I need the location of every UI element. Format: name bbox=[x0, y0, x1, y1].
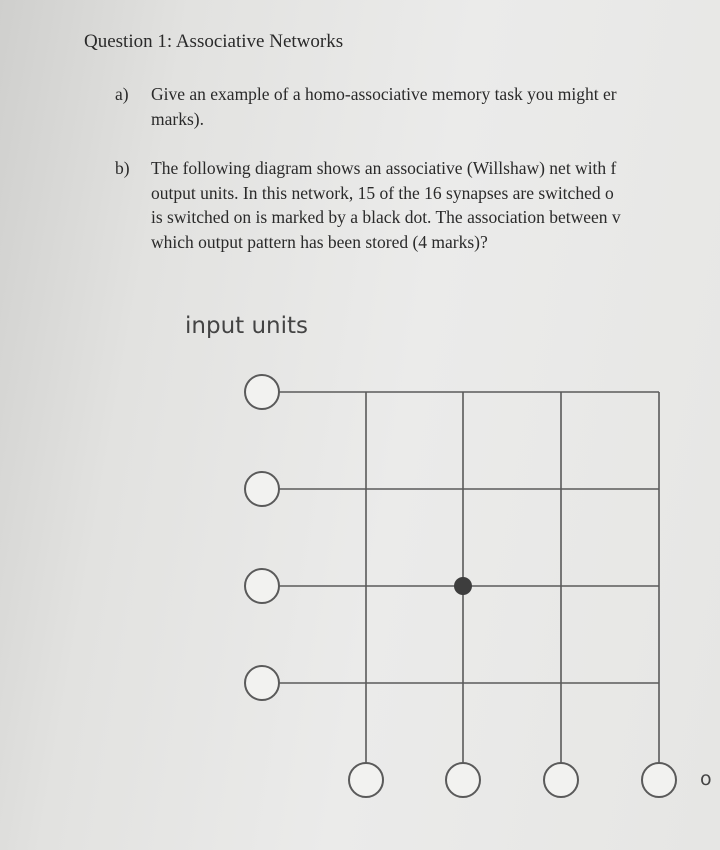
part-a-line-2: marks). bbox=[151, 108, 204, 129]
input-unit-1 bbox=[244, 374, 280, 410]
output-unit-4 bbox=[641, 762, 677, 798]
part-b-line-1: The following diagram shows an associati… bbox=[151, 158, 617, 178]
part-a-marker: a) bbox=[115, 84, 129, 104]
part-a-line-1: Give an example of a homo-associative me… bbox=[151, 84, 617, 104]
input-unit-3 bbox=[244, 568, 280, 604]
question-heading: Question 1: Associative Networks bbox=[84, 31, 344, 52]
input-unit-4 bbox=[244, 665, 280, 701]
output-unit-2 bbox=[445, 762, 481, 798]
part-b-line-3: is switched on is marked by a black dot.… bbox=[151, 207, 621, 227]
part-b-line-4: which output pattern has been stored (4 … bbox=[151, 231, 488, 252]
active-synapse-dot bbox=[454, 577, 472, 595]
output-unit-3 bbox=[543, 762, 579, 798]
output-units-label: o bbox=[700, 768, 712, 790]
input-units-label: input units bbox=[185, 313, 309, 339]
input-unit-2 bbox=[244, 471, 280, 507]
output-unit-1 bbox=[348, 762, 384, 798]
question-part-b: b) The following diagram shows an associ… bbox=[115, 156, 621, 254]
question-part-a: a) Give an example of a homo-associative… bbox=[115, 82, 617, 131]
part-b-line-2: output units. In this network, 15 of the… bbox=[151, 182, 614, 203]
part-b-marker: b) bbox=[115, 158, 130, 178]
